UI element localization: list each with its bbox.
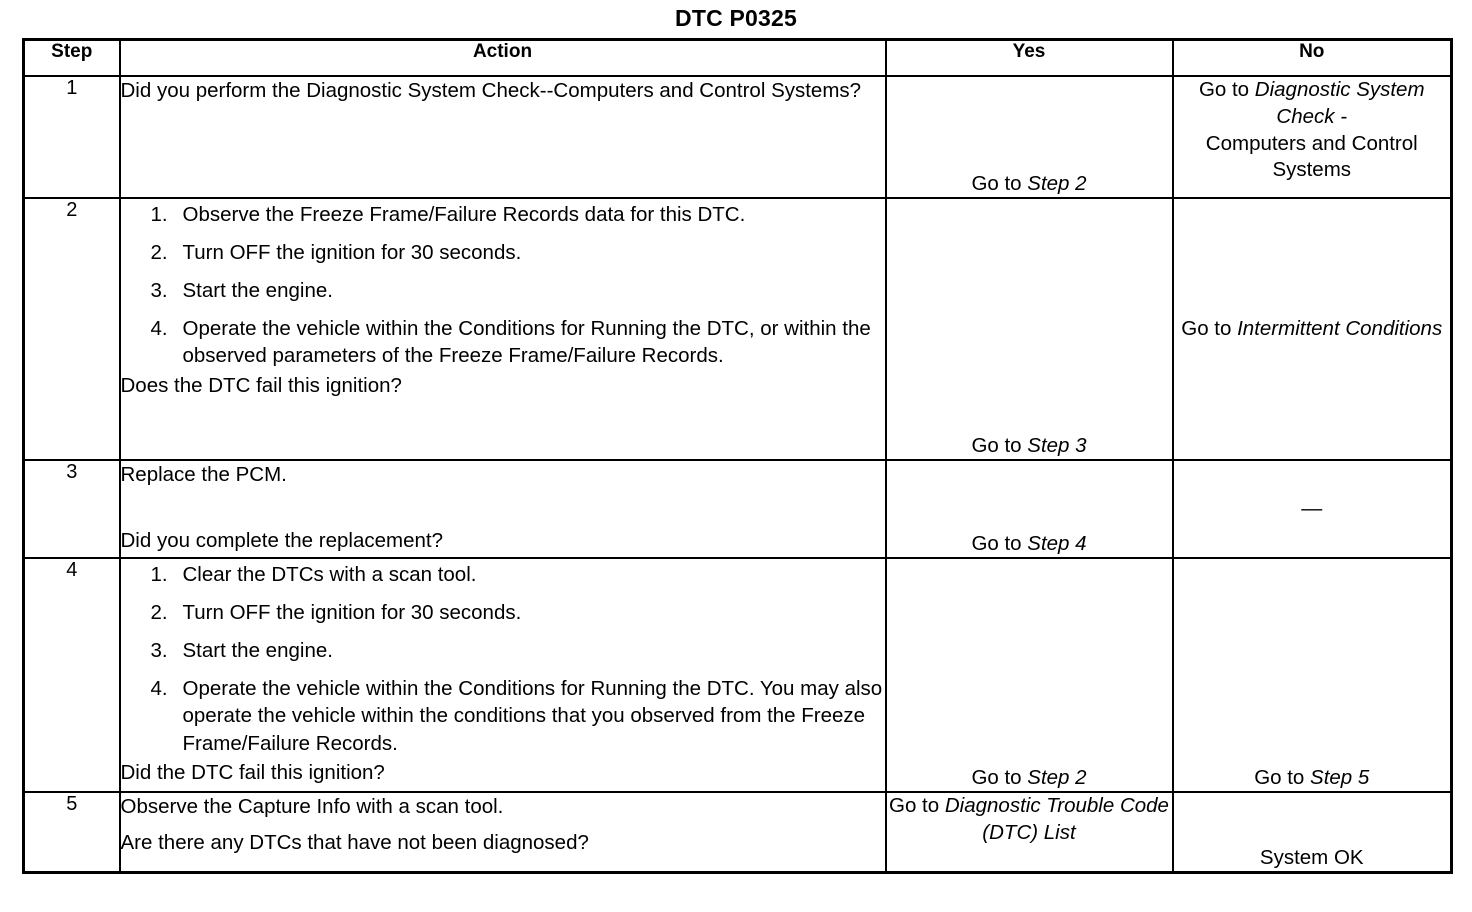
list-item: 2. Turn OFF the ignition for 30 seconds. xyxy=(151,599,885,626)
column-header-no: No xyxy=(1171,38,1453,78)
yes-lead-text: Go to xyxy=(889,794,945,818)
yes-emphasis-text: Step 4 xyxy=(1027,531,1087,555)
list-item: 1. Clear the DTCs with a scan tool. xyxy=(151,561,885,588)
yes-cell: Go to Step 2 xyxy=(884,75,1174,200)
no-lead-text: Go to xyxy=(1181,316,1238,340)
yes-lead-text: Go to xyxy=(971,433,1028,457)
list-number: 1. xyxy=(150,563,168,587)
no-cell: Go to Intermittent Conditions xyxy=(1171,197,1453,462)
header-row: Step Action Yes No xyxy=(22,38,1453,78)
yes-emphasis-text: Step 3 xyxy=(1027,433,1087,457)
table-row: 4 1. Clear the DTCs with a scan tool. 2. T… xyxy=(22,557,1453,794)
list-item: 1. Observe the Freeze Frame/Failure Recor… xyxy=(151,201,885,228)
table-row: 3 Replace the PCM. Did you complete the … xyxy=(22,459,1453,560)
action-cell: 1. Clear the DTCs with a scan tool. 2. Tur… xyxy=(118,557,887,794)
action-cell: 1. Observe the Freeze Frame/Failure Recor… xyxy=(118,197,887,462)
no-tail-text: Computers and Control Systems xyxy=(1205,131,1418,182)
list-text: Turn OFF the ignition for 30 seconds. xyxy=(182,241,522,265)
step-number: 4 xyxy=(22,557,121,794)
no-lead-text: Go to xyxy=(1198,78,1255,102)
list-text: Turn OFF the ignition for 30 seconds. xyxy=(182,601,522,625)
page-title: DTC P0325 xyxy=(675,5,797,31)
table-container: Step Action Yes No 1 Did you perform the… xyxy=(0,38,1472,875)
list-number: 3. xyxy=(150,279,168,303)
action-paragraph: Did you perform the Diagnostic System Ch… xyxy=(120,79,862,103)
step-number: 2 xyxy=(22,197,121,462)
list-item: 3. Start the engine. xyxy=(151,277,885,304)
no-emphasis-text: Diagnostic System Check - xyxy=(1254,78,1425,128)
action-cell: Observe the Capture Info with a scan too… xyxy=(118,791,887,874)
action-question: Does the DTC fail this ignition? xyxy=(120,373,402,397)
action-cell: Replace the PCM. Did you complete the re… xyxy=(118,459,887,560)
action-paragraph: Observe the Capture Info with a scan too… xyxy=(120,795,504,819)
list-item: 2. Turn OFF the ignition for 30 seconds. xyxy=(151,239,885,266)
yes-cell: Go to Step 3 xyxy=(884,197,1174,462)
table-header: Step Action Yes No xyxy=(22,38,1453,78)
no-emphasis-text: Step 5 xyxy=(1310,765,1370,789)
action-question: Did you complete the replacement? xyxy=(120,528,444,552)
yes-cell: Go to Step 2 xyxy=(884,557,1174,794)
action-paragraph: Replace the PCM. xyxy=(120,463,287,487)
list-number: 4. xyxy=(150,677,168,701)
action-question: Did the DTC fail this ignition? xyxy=(120,760,385,784)
list-text: Clear the DTCs with a scan tool. xyxy=(182,563,477,587)
table-row: 1 Did you perform the Diagnostic System … xyxy=(22,75,1453,200)
no-cell: Go to Step 5 xyxy=(1171,557,1453,794)
list-item: 4. Operate the vehicle within the Conditi… xyxy=(151,315,885,369)
no-cell: — xyxy=(1171,459,1453,560)
list-number: 3. xyxy=(150,639,168,663)
column-header-yes: Yes xyxy=(884,38,1174,78)
action-question: Are there any DTCs that have not been di… xyxy=(120,830,589,854)
table-row: 5 Observe the Capture Info with a scan t… xyxy=(22,791,1453,874)
yes-lead-text: Go to xyxy=(971,531,1028,555)
column-header-action: Action xyxy=(118,38,887,78)
column-header-step: Step xyxy=(22,38,121,78)
action-step-list: 1. Observe the Freeze Frame/Failure Recor… xyxy=(121,201,885,369)
list-text: Operate the vehicle within the Condition… xyxy=(182,317,871,368)
yes-lead-text: Go to xyxy=(971,765,1028,789)
list-text: Start the engine. xyxy=(182,279,333,303)
step-number: 3 xyxy=(22,459,121,560)
list-item: 3. Start the engine. xyxy=(151,637,885,664)
no-cell: Go to Diagnostic System Check - Computer… xyxy=(1171,75,1453,200)
yes-lead-text: Go to xyxy=(971,171,1028,195)
list-text: Start the engine. xyxy=(182,639,333,663)
no-lead-text: Go to xyxy=(1254,765,1311,789)
yes-emphasis-text: Step 2 xyxy=(1027,171,1087,195)
no-tail-text: — xyxy=(1301,497,1323,521)
list-item: 4. Operate the vehicle within the Conditi… xyxy=(151,675,885,756)
no-cell: System OK xyxy=(1171,791,1453,874)
list-text: Observe the Freeze Frame/Failure Records… xyxy=(182,203,746,227)
step-number: 1 xyxy=(22,75,121,200)
action-cell: Did you perform the Diagnostic System Ch… xyxy=(118,75,887,200)
no-emphasis-text: Intermittent Conditions xyxy=(1237,316,1443,340)
list-number: 2. xyxy=(150,601,168,625)
table-body: 1 Did you perform the Diagnostic System … xyxy=(22,75,1453,874)
dtc-diagnostic-table: Step Action Yes No 1 Did you perform the… xyxy=(22,38,1453,875)
yes-emphasis-text: Diagnostic Trouble Code (DTC) List xyxy=(944,794,1169,844)
step-number: 5 xyxy=(22,791,121,874)
yes-cell: Go to Diagnostic Trouble Code (DTC) List xyxy=(884,791,1174,874)
yes-cell: Go to Step 4 xyxy=(884,459,1174,560)
list-number: 1. xyxy=(150,203,168,227)
list-text: Operate the vehicle within the Condition… xyxy=(182,677,883,755)
table-row: 2 1. Observe the Freeze Frame/Failure Rec… xyxy=(22,197,1453,462)
list-number: 2. xyxy=(150,241,168,265)
yes-emphasis-text: Step 2 xyxy=(1027,765,1087,789)
no-tail-text: System OK xyxy=(1259,845,1364,869)
action-step-list: 1. Clear the DTCs with a scan tool. 2. Tur… xyxy=(121,561,885,756)
list-number: 4. xyxy=(150,317,168,341)
